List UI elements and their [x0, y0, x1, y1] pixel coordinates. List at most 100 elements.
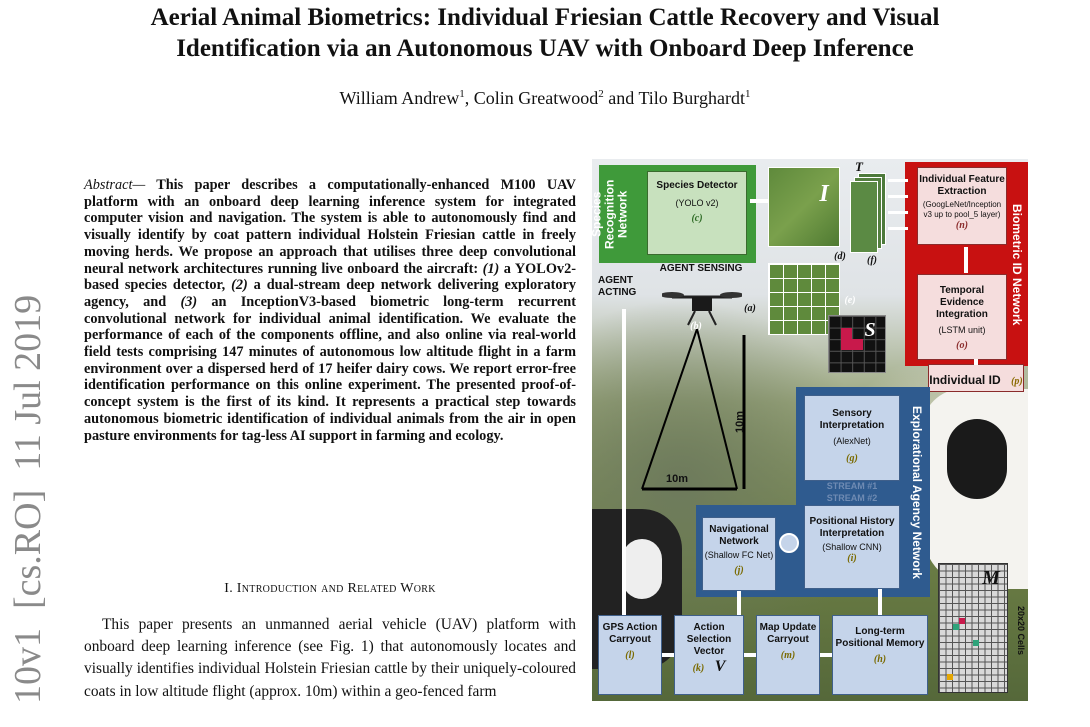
feature-extraction-sub: (GoogLeNet/Inception v3 up to pool_5 lay…: [922, 200, 1002, 219]
label-g: (g): [846, 453, 858, 464]
field-of-view-diagram: [641, 329, 746, 491]
agent-sensing-label: AGENT SENSING: [659, 263, 743, 274]
cells-count-label: 20x20 Cells: [1016, 606, 1026, 656]
label-i: (i): [847, 553, 857, 564]
author-affiliation: 2: [598, 88, 604, 100]
abstract-lead: Abstract: [84, 177, 133, 193]
title-line-2: Identification via an Autonomous UAV wit…: [176, 35, 914, 62]
arrow-nav-down: [737, 591, 741, 615]
exploratory-network-title: Explorational Agency Network: [910, 405, 924, 579]
stream-1-label: STREAM #1: [826, 481, 878, 491]
label-M: M: [982, 567, 1000, 589]
aerial-image-I: [768, 167, 840, 247]
navigational-network-title: Navigational Network: [709, 524, 769, 547]
intro-text: This paper presents an unmanned aerial v…: [84, 616, 576, 700]
positional-history-title: Positional History Interpretation: [809, 516, 895, 539]
author-separator: ,: [464, 88, 474, 108]
temporal-integration-title: Temporal Evidence Integration: [936, 285, 988, 320]
feature-extraction-box: Individual Feature Extraction (GoogLeNet…: [917, 167, 1007, 245]
section-heading-text: I. Introduction and Related Work: [224, 581, 436, 596]
positional-memory-title: Long-term Positional Memory: [835, 626, 925, 649]
drone-icon: [660, 285, 744, 329]
species-detector-title: Species Detector: [656, 180, 738, 191]
saliency-grid-S: [828, 315, 886, 373]
individual-id-box: Individual ID (p): [928, 364, 1024, 392]
label-l: (l): [625, 650, 635, 661]
map-update-box: Map Update Carryout (m): [756, 615, 820, 695]
agent-acting-label: AGENT ACTING: [598, 275, 637, 298]
abstract-item-marker: (3): [180, 293, 198, 310]
abstract: Abstract— This paper describes a computa…: [84, 177, 576, 444]
label-T: T: [855, 159, 863, 174]
figure-1: Species Recognition Network Species Dete…: [592, 159, 1028, 701]
label-10m-horizontal: 10m: [665, 473, 689, 485]
label-f: (f): [867, 255, 877, 266]
species-network-label: Species Recognition Network: [592, 179, 653, 249]
gps-action-title: GPS Action Carryout: [602, 622, 658, 645]
arrow-temporal-to-id: [974, 359, 978, 365]
species-detector-sub: (YOLO v2): [675, 198, 719, 208]
label-I: I: [819, 181, 829, 207]
abstract-item-marker: (1): [482, 260, 500, 277]
abstract-text: a YOLOv2-based species detector,: [84, 260, 576, 294]
action-selection-title: Action Selection Vector: [686, 622, 732, 657]
action-selection-box: Action Selection Vector (k) V: [674, 615, 744, 695]
label-j: (j): [734, 565, 744, 576]
abstract-dash: —: [132, 177, 146, 193]
sensory-interpretation-title: Sensory Interpretation: [819, 408, 885, 431]
abstract-text: This paper describes a computationally-e…: [84, 177, 576, 277]
positional-history-box: Positional History Interpretation (Shall…: [804, 505, 900, 589]
navigational-network-box: Navigational Network (Shallow FC Net) (j…: [702, 517, 776, 591]
arrow-map-to-memory: [820, 653, 832, 657]
label-m: (m): [780, 650, 796, 661]
sensory-interpretation-sub: (AlexNet): [833, 436, 871, 446]
exploratory-network-label: Explorational Agency Network: [906, 389, 928, 595]
stream-2-label: STREAM #2: [826, 493, 878, 503]
aerial-grid-image: [768, 263, 840, 335]
label-e: (e): [844, 295, 856, 306]
temporal-integration-sub: (LSTM unit): [938, 325, 986, 335]
label-n: (n): [955, 220, 969, 231]
arrow-detector-to-image: [750, 199, 768, 203]
biometric-network-label: Biometric ID Network: [1006, 165, 1028, 365]
label-c: (c): [691, 213, 703, 224]
arrow-crops-to-features: [888, 179, 908, 182]
label-d: (d): [834, 251, 846, 262]
arxiv-stamp: 10v1 [cs.RO] 11 Jul 2019: [7, 294, 49, 704]
cow-photo-shape: [947, 419, 1007, 499]
abstract-text: a dual-stream deep network delivering ex…: [84, 277, 576, 310]
title-line-1: Aerial Animal Biometrics: Individual Fri…: [150, 4, 940, 31]
author-name: Tilo Burghardt: [638, 88, 745, 108]
arrow-crops-to-features: [888, 211, 908, 214]
feature-extraction-title: Individual Feature Extraction: [919, 174, 1005, 197]
individual-id-title: Individual ID: [929, 373, 1001, 387]
intro-paragraph: This paper presents an unmanned aerial v…: [84, 614, 576, 703]
author-name: Colin Greatwood: [473, 88, 599, 108]
cow-photo-shape: [622, 539, 662, 599]
arrow-crops-to-features: [888, 227, 908, 230]
author-affiliation: 1: [744, 88, 751, 100]
temporal-integration-box: Temporal Evidence Integration (LSTM unit…: [917, 274, 1007, 360]
label-k: (k): [692, 663, 705, 674]
label-S: S: [864, 319, 876, 341]
arrow-action-to-gps: [662, 653, 674, 657]
label-o: (o): [956, 340, 968, 351]
positional-memory-box: Long-term Positional Memory (h): [832, 615, 928, 695]
arrow-action-to-map: [744, 653, 756, 657]
author-separator: and: [603, 88, 639, 108]
label-V: V: [714, 658, 726, 675]
species-detector-box: Species Detector (YOLO v2) (c): [647, 171, 747, 255]
arrow-crops-to-features: [888, 195, 908, 198]
author-list: William Andrew1, Colin Greatwood2 and Ti…: [0, 88, 1090, 109]
label-p: (p): [1011, 376, 1023, 387]
paper-title: Aerial Animal Biometrics: Individual Fri…: [0, 2, 1090, 64]
label-b: (b): [690, 321, 702, 332]
crop-stack: [850, 173, 888, 253]
abstract-text: an InceptionV3-based biometric long-term…: [84, 293, 576, 444]
label-a: (a): [744, 303, 756, 314]
positional-history-sub: (Shallow CNN): [822, 542, 882, 552]
author-affiliation: 1: [459, 88, 465, 100]
gps-action-box: GPS Action Carryout (l): [598, 615, 662, 695]
memory-grid-M: [938, 563, 1008, 693]
navigational-network-sub: (Shallow FC Net): [704, 550, 774, 560]
